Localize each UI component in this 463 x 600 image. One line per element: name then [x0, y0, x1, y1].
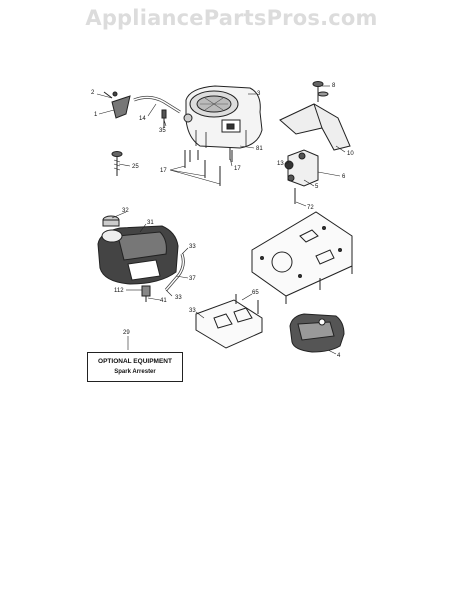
callout-81: 81 [256, 146, 263, 152]
chassis-plate-part [251, 211, 353, 304]
callout-3: 3 [257, 91, 261, 97]
heat-shield-part [279, 81, 351, 151]
callout-31: 31 [147, 220, 154, 226]
callout-33-lower: 33 [175, 295, 182, 301]
callout-17-left: 17 [160, 168, 167, 174]
callout-65: 65 [252, 290, 259, 296]
filter-clamp-part [103, 91, 131, 119]
callout-112: 112 [114, 288, 124, 294]
callout-5: 5 [315, 184, 319, 190]
optional-equipment-box: OPTIONAL EQUIPMENT Spark Arrester [87, 352, 183, 382]
callout-41: 41 [160, 298, 167, 304]
callout-13: 13 [277, 161, 284, 167]
optional-equipment-title: OPTIONAL EQUIPMENT [98, 358, 172, 365]
callout-6: 6 [342, 174, 346, 180]
fuel-line-part [133, 95, 181, 114]
screw-part [161, 109, 167, 128]
callout-29: 29 [123, 330, 130, 336]
callout-33-upper: 33 [189, 244, 196, 250]
callout-10: 10 [347, 151, 354, 157]
fuel-tank-part [97, 225, 179, 285]
spark-arrester-label: Spark Arrester [114, 369, 156, 375]
muffler-part [289, 313, 345, 353]
site-watermark: AppliancePartsPros.com [85, 6, 378, 30]
engine-part [183, 85, 263, 162]
callout-37: 37 [189, 276, 196, 282]
bracket-part [284, 149, 319, 204]
mount-bolts-part [169, 148, 231, 186]
callout-35: 35 [159, 128, 166, 134]
callout-1: 1 [94, 112, 98, 118]
vent-hose-part [164, 253, 185, 291]
callout-25: 25 [132, 164, 139, 170]
callout-72: 72 [307, 205, 314, 211]
callout-32: 32 [122, 208, 129, 214]
fuel-fitting-part [141, 285, 151, 302]
callout-33-bracket: 33 [189, 308, 196, 314]
callout-4: 4 [337, 353, 341, 359]
fuel-cap-part [102, 215, 120, 227]
callout-17-right: 17 [234, 166, 241, 172]
bolt-part [111, 151, 123, 176]
callout-8: 8 [332, 83, 336, 89]
callout-2-top: 2 [91, 90, 95, 96]
muffler-bracket-part [195, 294, 263, 349]
callout-14: 14 [139, 116, 146, 122]
